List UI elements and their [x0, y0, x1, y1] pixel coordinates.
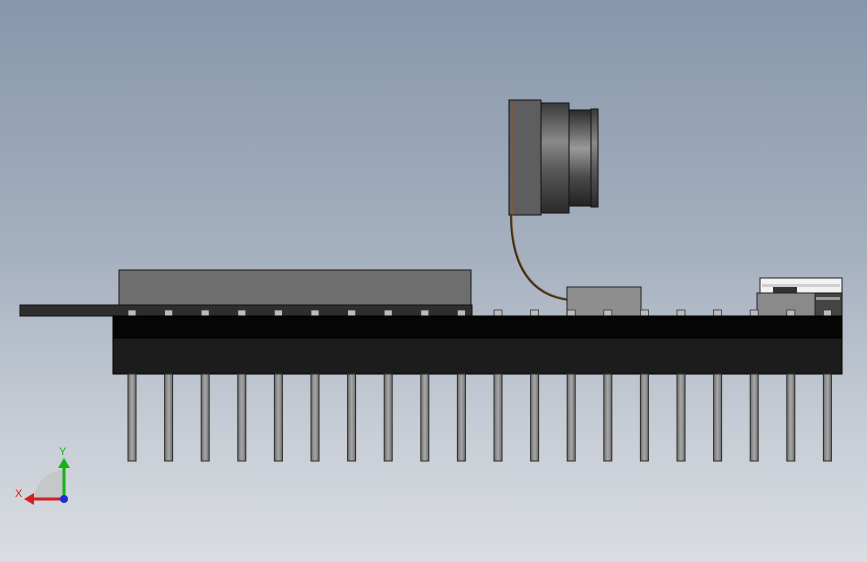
header-pin — [347, 373, 357, 462]
header-pins — [127, 373, 832, 462]
solder-pad — [640, 309, 649, 317]
solder-pad — [200, 309, 210, 317]
header-pin — [310, 373, 320, 462]
header-pin — [639, 373, 649, 462]
solder-pad — [823, 309, 832, 317]
solder-pad — [164, 309, 174, 317]
camera-lens-front — [568, 109, 592, 207]
solder-pad — [237, 309, 247, 317]
solder-pad — [310, 309, 320, 317]
main-pcb — [112, 315, 843, 339]
coordinate-triad[interactable]: Y X — [15, 446, 70, 505]
header-pin — [383, 373, 393, 462]
solder-pad — [127, 309, 137, 317]
header-pin — [237, 373, 247, 462]
camera-lens-barrel — [540, 102, 570, 214]
y-axis-label: Y — [59, 446, 67, 458]
header-pin — [127, 373, 137, 462]
x-axis-label: X — [15, 488, 23, 500]
header-pin — [713, 373, 723, 462]
camera-module — [508, 99, 599, 216]
solder-pad — [676, 309, 686, 317]
header-pin — [530, 373, 540, 462]
solder-pad — [273, 309, 283, 317]
solder-pad — [713, 309, 722, 317]
y-axis-head — [58, 458, 70, 468]
button-component — [756, 292, 816, 317]
reset-switch-button — [773, 287, 797, 293]
header-pin — [749, 373, 759, 462]
header-pin — [273, 373, 283, 462]
pin-header — [112, 337, 843, 375]
camera-back-plate — [508, 99, 542, 216]
camera-lens-ring — [590, 108, 599, 208]
triad-arc — [34, 470, 64, 500]
solder-pad — [420, 309, 430, 317]
header-pin — [456, 373, 466, 462]
solder-pad — [566, 309, 576, 317]
header-pin — [566, 373, 576, 462]
header-pin — [200, 373, 210, 462]
header-pin — [603, 373, 613, 462]
header-pin — [164, 373, 174, 462]
wifi-module-body — [118, 269, 472, 307]
solder-pad — [383, 309, 393, 317]
z-axis-dot — [60, 495, 68, 503]
solder-pad — [749, 309, 759, 317]
header-pin — [493, 373, 503, 462]
solder-pad — [347, 309, 357, 317]
header-pin — [420, 373, 430, 462]
reset-switch-stripe — [762, 284, 840, 287]
flex-cable — [510, 213, 571, 301]
usb-connector-shine — [816, 297, 840, 300]
x-axis-head — [24, 493, 34, 505]
header-pin — [786, 373, 796, 462]
solder-pad — [530, 309, 539, 317]
header-pin — [676, 373, 686, 462]
solder-pad — [603, 309, 613, 317]
solder-pad — [493, 309, 503, 317]
flex-cable-highlight — [511, 213, 571, 300]
solder-pad — [786, 309, 796, 317]
solder-pad — [456, 309, 466, 317]
header-pin — [822, 373, 832, 462]
